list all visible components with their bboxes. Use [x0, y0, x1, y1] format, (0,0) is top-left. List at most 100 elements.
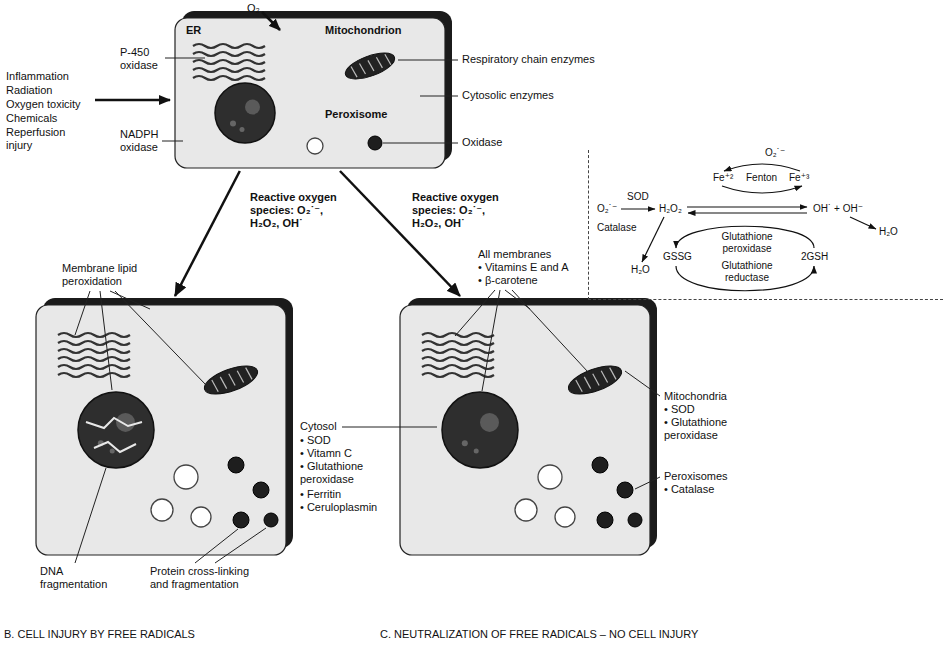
- vesicle: [191, 507, 211, 527]
- endoplasmic-reticulum: [422, 349, 494, 353]
- leader-line: [635, 477, 660, 489]
- endoplasmic-reticulum: [58, 333, 130, 337]
- input-arrow: [262, 12, 280, 30]
- peroxisome: [253, 482, 269, 498]
- peroxisome: [228, 457, 244, 473]
- leader-line: [162, 141, 183, 142]
- mitochondrion-body: [342, 48, 398, 85]
- chemical-species: H₂O: [879, 226, 898, 238]
- mitochondrion-crista: [246, 367, 252, 380]
- mitochondrion-crista: [385, 54, 391, 66]
- injury-label: Protein cross-linking and fragmentation: [150, 565, 265, 591]
- dna-break: [86, 418, 142, 428]
- mitochondrion-crista: [212, 379, 218, 392]
- antioxidant-item: • Glutathione peroxidase: [664, 416, 774, 442]
- leader-line: [215, 528, 266, 563]
- chemical-species: H₂O₂: [659, 203, 682, 215]
- organelle-label: Peroxisome: [325, 108, 387, 121]
- mitochondrion-body: [565, 360, 625, 400]
- mitochondrion-crista: [584, 376, 590, 389]
- cell-drawings: [36, 11, 657, 555]
- reaction-arrow: [688, 212, 807, 213]
- leader-line: [100, 291, 112, 390]
- enzyme-label: NADPH oxidase: [120, 128, 170, 154]
- nucleolus: [245, 100, 260, 115]
- leader-line: [342, 427, 437, 428]
- endoplasmic-reticulum: [193, 68, 265, 72]
- antioxidant-item: • Glutathione peroxidase: [300, 460, 392, 486]
- nucleolus: [116, 413, 135, 432]
- cause-item: Chemicals: [6, 112, 57, 125]
- leader-line: [75, 468, 106, 563]
- endoplasmic-reticulum: [193, 76, 265, 80]
- leader-lines: [75, 12, 876, 563]
- cell-membrane: [36, 305, 286, 555]
- leader-line: [455, 290, 495, 336]
- cell: B. CELL INJURY BY FREE RADICALS: [36, 305, 286, 555]
- injury-label: DNA fragmentation: [40, 565, 115, 591]
- antioxidant-item: • Vitamn C: [300, 447, 352, 460]
- mitochondrion: [565, 360, 625, 400]
- endoplasmic-reticulum: [422, 357, 494, 361]
- edge-label: Reactive oxygen species: O₂˙⁻, H₂O₂, OH˙: [410, 190, 514, 231]
- endoplasmic-reticulum: [422, 373, 494, 377]
- nucleus: [442, 392, 518, 468]
- mitochondrion-crista: [351, 66, 357, 78]
- endoplasmic-reticulum: [422, 333, 494, 337]
- organelle-label: ER: [186, 24, 201, 37]
- cell-membrane: [400, 305, 650, 555]
- peroxisome: [597, 512, 613, 528]
- mitochondrion-crista: [229, 373, 235, 386]
- endoplasmic-reticulum: [58, 357, 130, 361]
- mitochondrion-crista: [237, 370, 243, 383]
- mitochondrion-crista: [376, 57, 382, 69]
- endoplasmic-reticulum: [58, 365, 130, 369]
- enzyme-label: Respiratory chain enzymes: [462, 53, 595, 66]
- endoplasmic-reticulum: [58, 373, 130, 377]
- molecule-label: O₂: [247, 2, 260, 15]
- chromatin: [240, 127, 245, 132]
- nucleolus: [480, 413, 499, 432]
- enzyme-label: Cytosolic enzymes: [462, 89, 554, 102]
- panel-caption: C. NEUTRALIZATION OF FREE RADICALS – NO …: [380, 628, 698, 641]
- leader-line: [195, 529, 238, 563]
- chemical-species: 2GSH: [801, 251, 828, 263]
- leader-line: [383, 143, 458, 144]
- mitochondrion-crista: [368, 60, 374, 72]
- vesicle: [151, 499, 173, 521]
- chemical-species: O₂˙⁻: [765, 147, 785, 159]
- reaction-scheme-panel: O₂˙⁻Fe⁺²FentonFe⁺³O₂˙⁻SODH₂O₂OH˙ + OH⁻H₂…: [588, 150, 943, 300]
- endoplasmic-reticulum: [58, 349, 130, 353]
- edge-label: Reactive oxygen species: O₂˙⁻, H₂O₂, OH˙: [248, 190, 352, 231]
- site-heading: Cytosol: [300, 420, 337, 433]
- enzyme-label: Oxidase: [462, 136, 502, 149]
- reaction-arrow: [722, 186, 802, 193]
- antioxidant-item: • Catalase: [664, 483, 714, 496]
- cell: C. NEUTRALIZATION OF FREE RADICALS – NO …: [400, 305, 650, 555]
- peroxisome: [628, 513, 642, 527]
- mitochondrion-crista: [610, 367, 616, 380]
- mitochondrion-crista: [220, 376, 226, 389]
- vesicle: [307, 138, 323, 154]
- peroxisome: [368, 136, 382, 150]
- enzyme-label: Catalase: [597, 222, 636, 234]
- vesicle: [515, 499, 537, 521]
- injury-label: Membrane lipid peroxidation: [62, 262, 152, 288]
- cause-item: Oxygen toxicity: [6, 98, 81, 111]
- reaction-arrow: [850, 217, 876, 229]
- leader-line: [512, 290, 588, 372]
- leader-line: [505, 290, 530, 309]
- endoplasmic-reticulum: [193, 52, 265, 56]
- cell: ERMitochondrionPeroxisome: [175, 18, 445, 168]
- chemical-species: Fe⁺³: [789, 172, 809, 184]
- chromatin: [474, 448, 479, 453]
- enzyme-label: P-450 oxidase: [120, 46, 164, 72]
- antioxidant-item: • Ceruloplasmin: [300, 501, 377, 514]
- vesicle: [174, 465, 198, 489]
- nucleus: [78, 392, 154, 468]
- nucleus: [215, 83, 275, 143]
- leader-line: [398, 60, 458, 61]
- flow-arrow: [175, 171, 240, 296]
- peroxisome: [264, 513, 278, 527]
